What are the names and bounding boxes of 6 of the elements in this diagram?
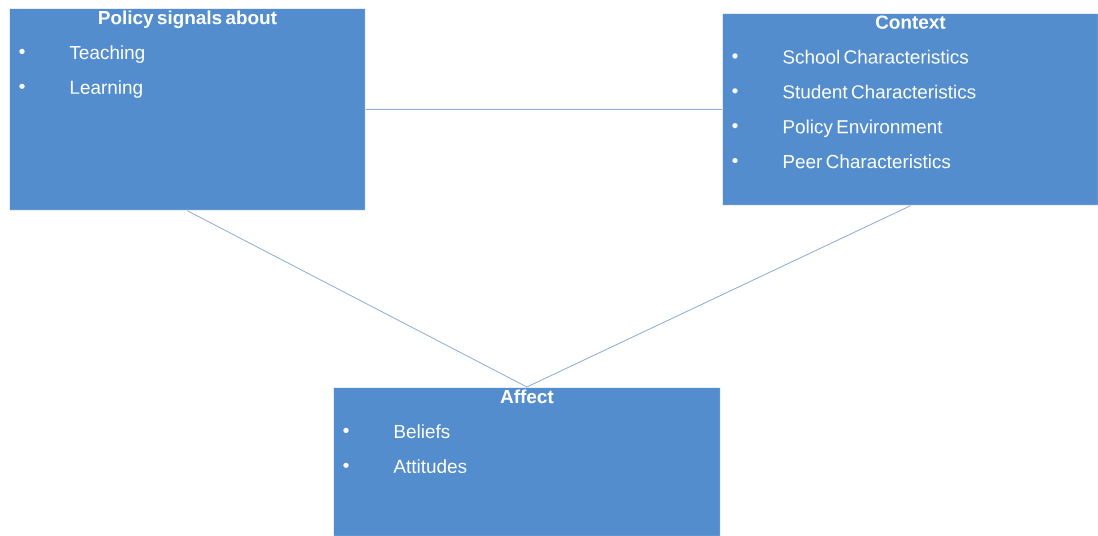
text-box: Policy signals about Teaching Learning [9,8,366,211]
text-box: Affect Beliefs Attitudes [333,387,721,536]
connector-line [365,109,723,110]
connector-line [526,205,911,388]
text-box: Context School Characteristics Student Characteristics Policy Environment Peer Characteristics [722,13,1098,206]
connector-line [187,210,528,388]
